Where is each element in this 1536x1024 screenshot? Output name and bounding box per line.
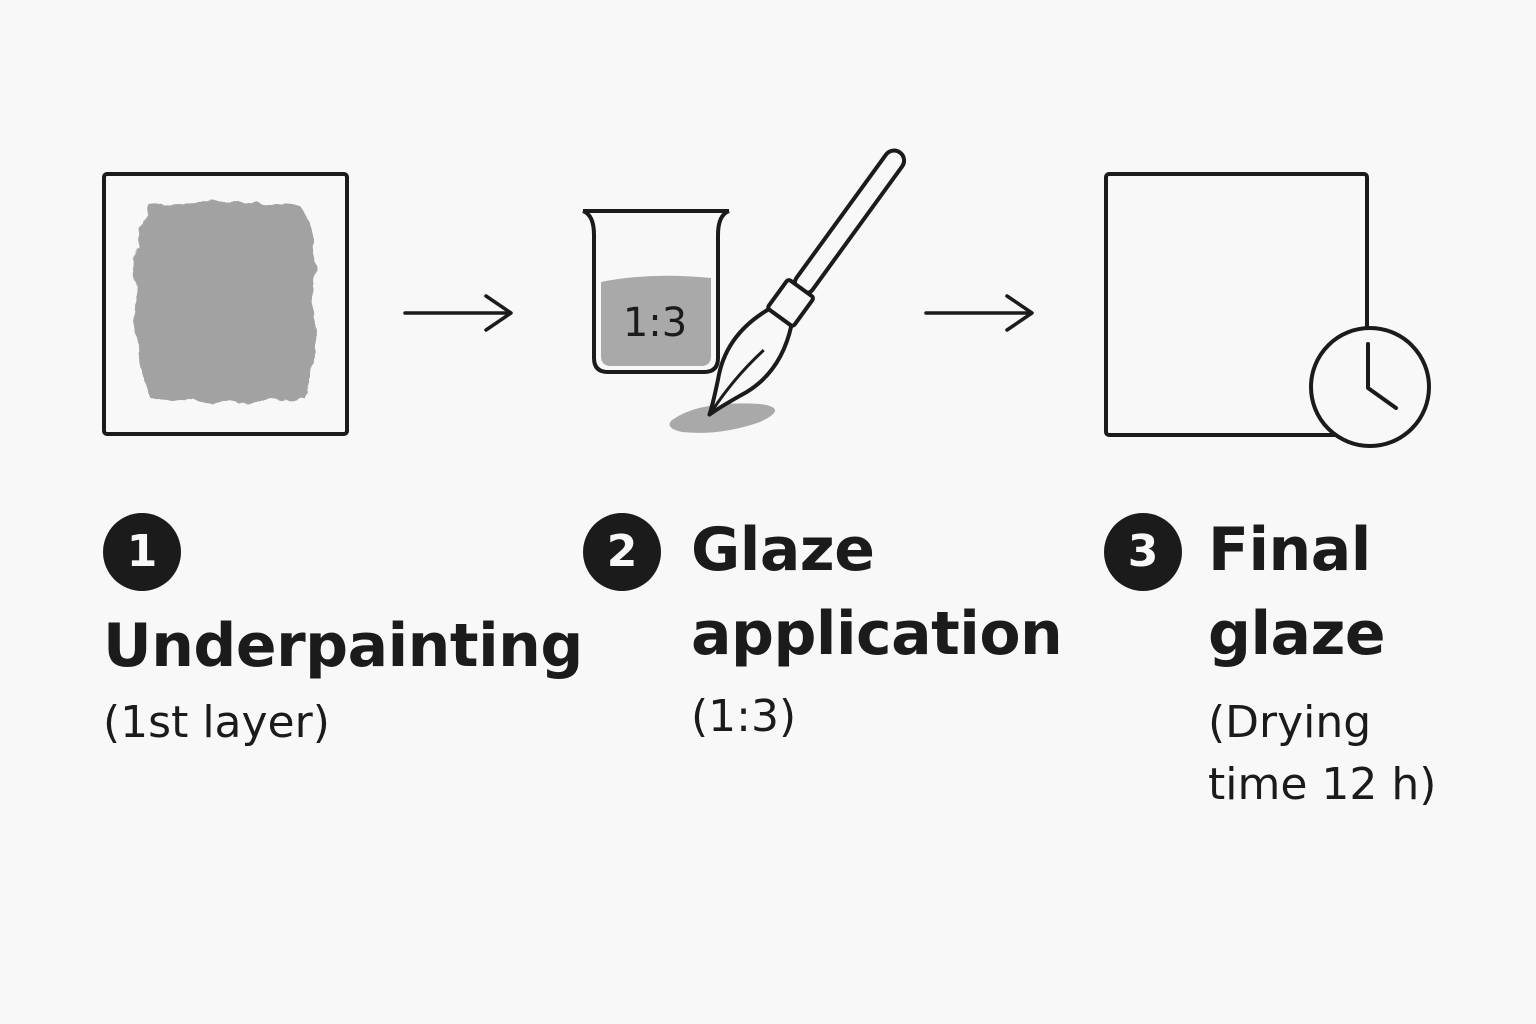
beaker-liquid [601,275,711,366]
paintbrush-icon [669,148,907,433]
beaker-icon [582,209,730,374]
arrow-right-icon [924,294,1034,332]
clock-icon [1309,326,1431,448]
beaker-ratio-label: 1:3 [622,300,688,346]
step-number-badge: 1 [103,513,181,591]
step-number-badge: 3 [1104,513,1182,591]
arrow-right-icon [403,294,513,332]
gray-wash-patch [135,202,315,402]
step-title-line-1: Final [1208,515,1371,585]
step-number-badge: 2 [583,513,661,591]
step-subtitle-line-1: (Drying [1208,697,1372,748]
step-title-line-2: glaze [1208,599,1386,669]
step-title-line-1: Glaze [691,515,875,585]
paint-stroke [669,403,775,433]
final-canvas-icon [1104,172,1369,437]
underpainting-canvas-icon [102,172,349,436]
step-subtitle: (1:3) [691,691,797,742]
step-title-line-2: application [691,599,1063,669]
step-subtitle: (1st layer) [103,697,330,748]
step-subtitle-line-2: time 12 h) [1208,759,1437,810]
step-title: Underpainting [103,611,583,681]
